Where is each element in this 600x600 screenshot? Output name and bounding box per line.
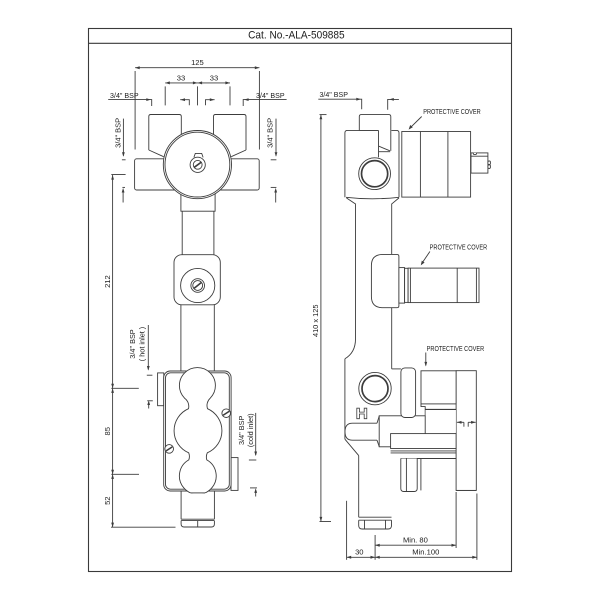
svg-text:125: 125: [191, 58, 204, 67]
svg-text:PROTECTIVE COVER: PROTECTIVE COVER: [430, 242, 488, 251]
svg-text:85: 85: [103, 427, 112, 435]
svg-text:Cat. No.-ALA-509885: Cat. No.-ALA-509885: [248, 30, 345, 42]
svg-text:PROTECTIVE COVER: PROTECTIVE COVER: [427, 344, 485, 353]
svg-text:3/4" BSP: 3/4" BSP: [114, 118, 123, 148]
svg-text:3/4" BSP: 3/4" BSP: [256, 91, 285, 100]
svg-text:3/4" BSP: 3/4" BSP: [319, 90, 348, 99]
svg-text:3/4" BSP: 3/4" BSP: [128, 329, 137, 358]
svg-text:212: 212: [103, 275, 112, 288]
svg-text:Min.100: Min.100: [412, 548, 439, 557]
svg-text:3/4" BSP: 3/4" BSP: [237, 415, 246, 444]
svg-text:Min. 80: Min. 80: [403, 536, 428, 545]
svg-text:52: 52: [103, 496, 112, 504]
svg-text:410 x 125: 410 x 125: [311, 305, 320, 338]
svg-text:(cold inlet): (cold inlet): [246, 413, 255, 447]
svg-text:( hot inlet ): ( hot inlet ): [137, 327, 146, 361]
svg-text:3/4" BSP: 3/4" BSP: [110, 91, 139, 100]
svg-text:PROTECTIVE COVER: PROTECTIVE COVER: [423, 107, 481, 116]
svg-text:3/4" BSP: 3/4" BSP: [265, 118, 274, 148]
svg-text:33: 33: [210, 74, 218, 83]
svg-text:30: 30: [355, 548, 363, 557]
svg-text:33: 33: [177, 74, 185, 83]
